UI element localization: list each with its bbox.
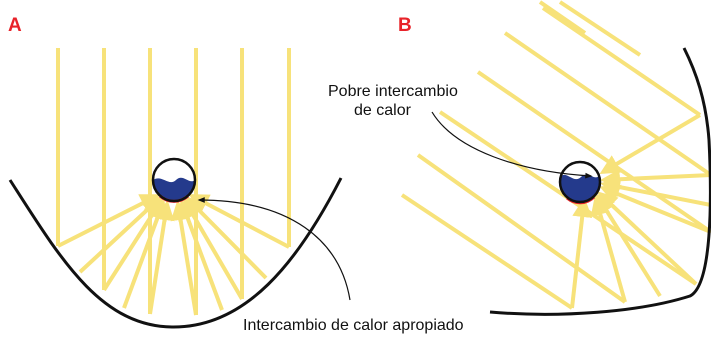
reflected-ray <box>185 196 268 280</box>
receiver-tube-b <box>558 160 602 205</box>
caption-b-line1: Pobre intercambio <box>328 83 458 100</box>
incident-ray <box>476 70 711 234</box>
panel-b-letter: B <box>398 15 412 36</box>
panel-a-letter: A <box>8 15 22 36</box>
incident-ray <box>541 6 702 117</box>
reflected-ray <box>78 196 162 274</box>
caption-pointer-b <box>431 111 593 179</box>
caption-pointer-a <box>197 197 351 301</box>
incident-ray <box>538 0 587 35</box>
reflected-ray <box>599 113 702 175</box>
reflected-ray <box>590 195 627 303</box>
reflected-ray <box>595 193 662 298</box>
reflected-ray <box>188 194 290 249</box>
reflected-ray <box>178 199 224 311</box>
parabolic-mirror-b <box>489 47 711 316</box>
reflected-ray <box>102 197 164 292</box>
reflected-ray <box>570 197 593 309</box>
parabolic-mirror-a <box>8 177 343 329</box>
reflected-ray <box>148 200 175 315</box>
reflected-ray <box>57 194 161 248</box>
panel-b-incident-rays <box>400 0 711 310</box>
tube-wall <box>558 160 602 204</box>
receiver-tube-a <box>151 157 197 203</box>
panel-b: B <box>328 0 711 316</box>
caption-b-line2: de calor <box>354 102 412 119</box>
incident-ray <box>558 0 642 57</box>
tube-wall <box>151 157 197 203</box>
reflected-ray <box>122 199 167 309</box>
reflected-ray <box>597 191 698 286</box>
incident-ray <box>400 193 574 310</box>
reflected-ray <box>600 169 711 190</box>
incident-ray <box>416 153 627 304</box>
incident-ray <box>503 31 711 177</box>
panel-b-reflected-rays <box>570 113 711 309</box>
panel-a: A <box>8 15 464 334</box>
reflected-ray <box>600 177 711 207</box>
panel-a-incident-rays <box>56 48 291 315</box>
reflected-ray <box>170 200 198 316</box>
panel-a-reflected-rays <box>57 194 290 316</box>
tube-vapor-space <box>153 159 195 183</box>
caption-a: Intercambio de calor apropiado <box>243 317 464 334</box>
